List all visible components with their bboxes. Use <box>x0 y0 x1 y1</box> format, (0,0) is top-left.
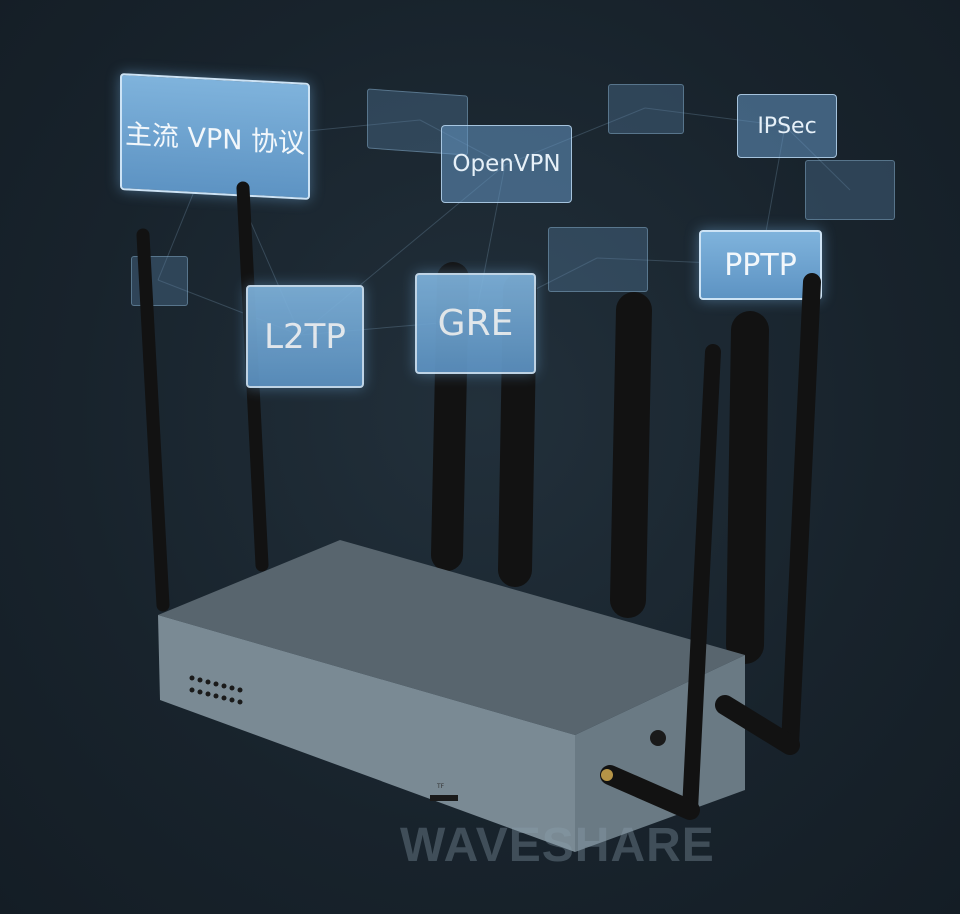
tag-openvpn: OpenVPN <box>441 125 572 203</box>
tf-slot-label: TF <box>437 783 445 790</box>
antenna <box>136 228 170 612</box>
tag-gre: GRE <box>415 273 536 374</box>
decor-panel <box>548 227 648 292</box>
antenna <box>682 344 721 818</box>
tf-slot <box>430 795 458 801</box>
decor-panel <box>608 84 684 134</box>
tag-pptp: PPTP <box>699 230 822 300</box>
tag-l2tp: L2TP <box>246 285 364 388</box>
decor-panel <box>805 160 895 220</box>
tag-ipsec: IPSec <box>737 94 837 158</box>
antenna <box>726 311 769 664</box>
router-front-face <box>158 615 575 852</box>
watermark: WAVESHARE <box>400 819 715 872</box>
router-top-face <box>158 540 745 735</box>
antenna <box>781 273 821 754</box>
antenna <box>610 292 652 618</box>
